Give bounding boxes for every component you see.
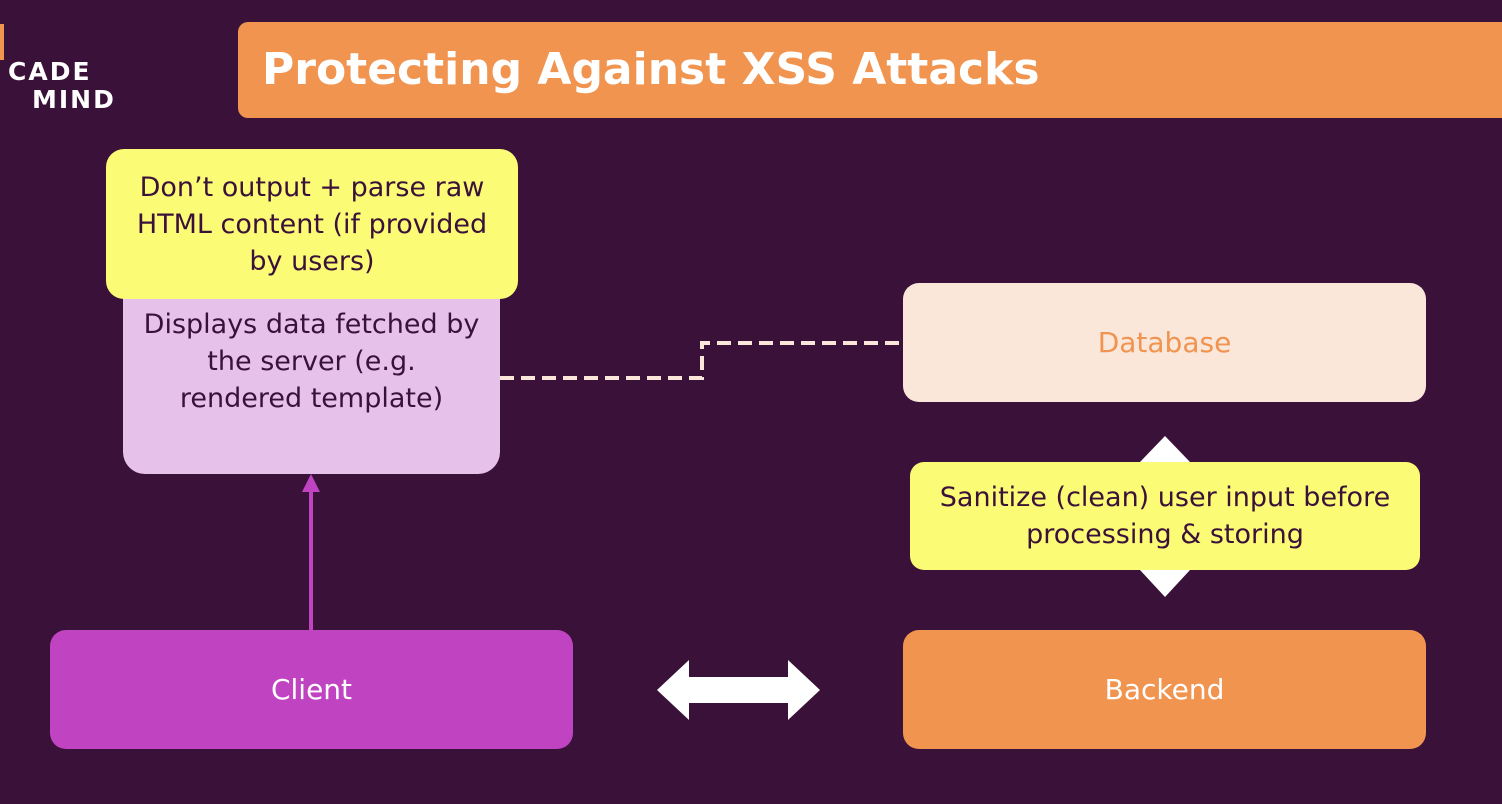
arrow-up-to-database: [1140, 436, 1190, 462]
client-box: Client: [50, 630, 573, 749]
arrow-down-to-backend: [1140, 570, 1190, 597]
double-arrow-client-backend: [657, 660, 820, 720]
logo: CADE MIND: [8, 58, 116, 114]
database-box: Database: [903, 283, 1426, 402]
client-to-display-arrowhead: [302, 474, 320, 492]
display-box: Displays data fetched by the server (e.g…: [123, 296, 500, 474]
title-bar: Protecting Against XSS Attacks: [238, 22, 1502, 118]
logo-accent-bar: [0, 24, 4, 60]
sanitize-note: Sanitize (clean) user input before proce…: [910, 462, 1420, 570]
logo-line-1: CADE: [8, 57, 92, 86]
logo-line-2: MIND: [32, 85, 116, 114]
dashed-connector-display-database: [500, 341, 903, 380]
backend-box: Backend: [903, 630, 1426, 749]
client-note: Don’t output + parse raw HTML content (i…: [106, 149, 518, 299]
page-title: Protecting Against XSS Attacks: [262, 44, 1040, 95]
